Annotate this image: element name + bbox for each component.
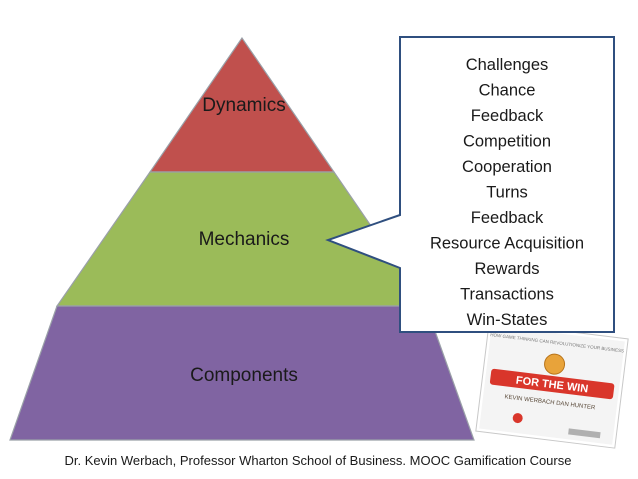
callout-item: Chance bbox=[479, 82, 536, 100]
callout-item: Transactions bbox=[460, 286, 554, 304]
callout-item: Turns bbox=[486, 184, 528, 202]
callout-item: Feedback bbox=[471, 209, 544, 227]
publisher-logo bbox=[568, 428, 601, 439]
book-cover-image: HOW GAME THINKING CAN REVOLUTIONIZE YOUR… bbox=[475, 321, 629, 449]
callout-box bbox=[325, 36, 615, 333]
callout-item: Challenges bbox=[466, 56, 549, 74]
trophy-icon bbox=[544, 353, 566, 375]
callout-item: Rewards bbox=[474, 260, 539, 278]
book-seal-icon bbox=[512, 413, 523, 424]
book-title-banner bbox=[489, 368, 615, 400]
callout-item: Resource Acquisition bbox=[430, 235, 584, 253]
callout-item-list: ChallengesChanceFeedbackCompetitionCoope… bbox=[430, 56, 584, 329]
pyramid-label-components: Components bbox=[190, 365, 298, 386]
callout-item: Cooperation bbox=[462, 158, 552, 176]
pyramid-level-components bbox=[9, 305, 475, 441]
callout-item: Competition bbox=[463, 133, 551, 151]
footer-credit: Dr. Kevin Werbach, Professor Wharton Sch… bbox=[65, 453, 572, 468]
pyramid-label-mechanics: Mechanics bbox=[199, 229, 290, 250]
callout-item: Feedback bbox=[471, 107, 544, 125]
pyramid-label-dynamics: Dynamics bbox=[202, 95, 285, 116]
callout-item: Win-States bbox=[467, 311, 548, 329]
